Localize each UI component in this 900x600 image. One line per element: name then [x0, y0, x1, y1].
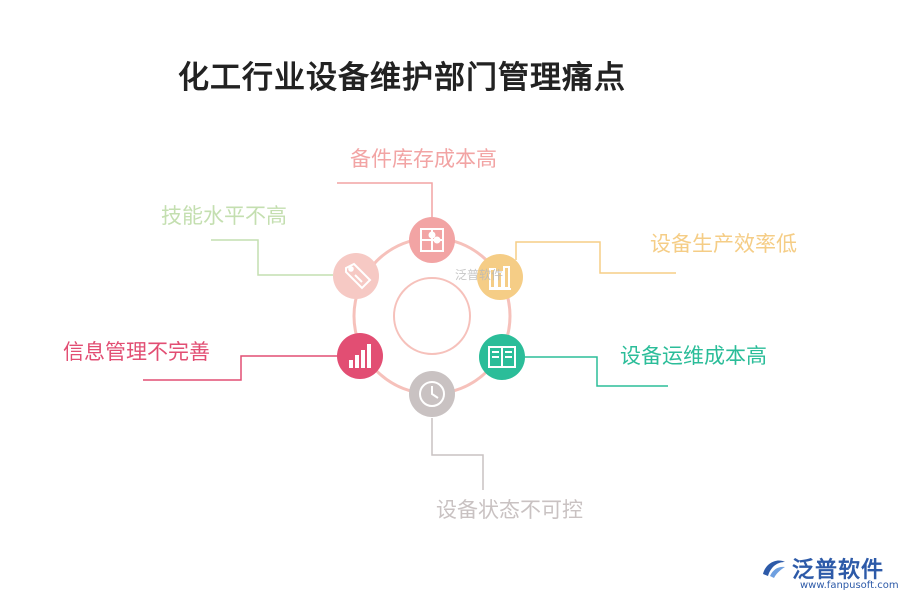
connector-line-5: [143, 355, 339, 381]
connector-line-2: [515, 241, 676, 274]
label-efficiency: 设备生产效率低: [650, 232, 797, 256]
brand-logo: 泛普软件: [760, 552, 884, 584]
logo-text: 泛普软件: [792, 558, 885, 583]
book-icon: [488, 346, 516, 368]
tag-icon: [345, 262, 372, 290]
connector-line-3: [524, 356, 668, 387]
page-title: 化工行业设备维护部门管理痛点: [178, 60, 626, 96]
label-maintenance-cost: 设备运维成本高: [620, 344, 767, 368]
label-spare-parts: 备件库存成本高: [350, 147, 497, 171]
node-spare-parts: [409, 217, 455, 263]
puzzle-icon: [420, 228, 444, 252]
connector-line-4: [431, 418, 484, 490]
node-efficiency: [477, 254, 523, 300]
clock-icon: [419, 381, 445, 407]
node-equipment-status: [409, 371, 455, 417]
bar-chart-icon: [349, 344, 371, 368]
label-equipment-status: 设备状态不可控: [436, 498, 583, 522]
node-circle-2: [477, 254, 523, 300]
connector-line-1: [337, 182, 433, 217]
inner-ring: [393, 277, 471, 355]
books-icon: [489, 266, 511, 290]
watermark: 泛普软件: [455, 268, 504, 282]
node-skill-level: [333, 253, 379, 299]
node-circle-5: [337, 333, 383, 379]
logo-mark-icon: [763, 560, 785, 578]
node-maintenance-cost: [479, 334, 525, 380]
node-information-mgmt: [337, 333, 383, 379]
label-information-mgmt: 信息管理不完善: [63, 340, 210, 364]
connector-line-6: [211, 239, 333, 276]
label-skill-level: 技能水平不高: [161, 204, 287, 228]
logo-url: www.fanpusoft.com: [800, 580, 899, 591]
